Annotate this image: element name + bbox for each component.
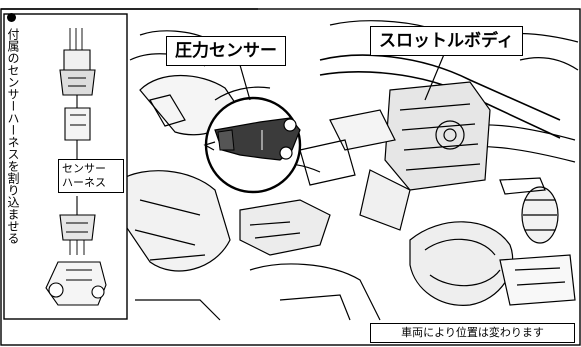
sensor-leader — [239, 64, 251, 101]
side-note-text: 付属のセンサーハーネスを割り込ませる — [6, 28, 20, 244]
pressure-sensor-label: 圧力センサー — [166, 36, 286, 66]
harness-illustration — [45, 28, 107, 306]
pressure-sensor-icon — [203, 117, 301, 161]
vehicle-position-note: 車両により位置は変わります — [370, 323, 575, 343]
harness-label-box: センサー ハーネス — [58, 159, 124, 193]
throttle-body-label: スロットルボディ — [370, 26, 523, 56]
engine-sketch — [119, 20, 579, 321]
harness-label-line2: ハーネス — [62, 176, 106, 189]
throttle-leader — [424, 51, 446, 101]
harness-label-line1: センサー — [62, 162, 106, 175]
bullet-icon — [7, 13, 16, 22]
